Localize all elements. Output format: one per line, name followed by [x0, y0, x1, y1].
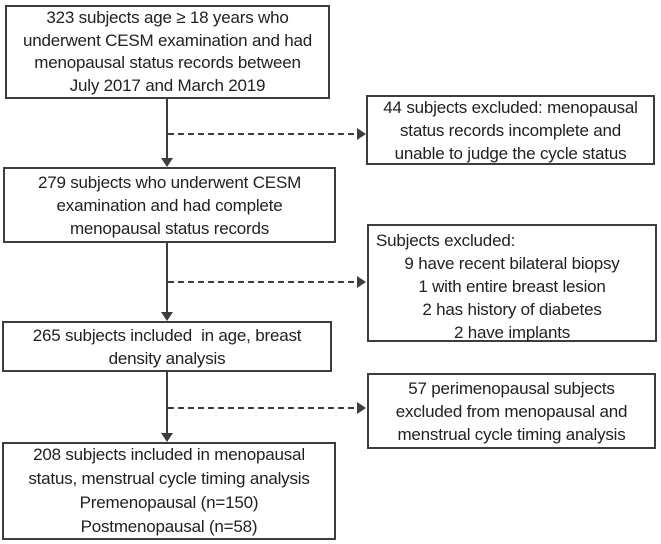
arrowhead-right-icon — [357, 402, 366, 414]
flow-box-text-line: Postmenopausal (n=58) — [80, 517, 258, 536]
flow-box-text-line: 265 subjects included in age, breast — [32, 325, 302, 345]
arrowhead-right-icon — [357, 128, 366, 140]
dashed-arrow-line-1 — [168, 133, 358, 135]
flow-box-text-line: 279 subjects who underwent CESM — [37, 172, 302, 192]
dashed-arrow-line-2 — [168, 281, 358, 283]
flow-box-text-line: unable to judge the cycle status — [394, 143, 627, 163]
flow-box-enrolled-323: 323 subjects age ≥ 18 years who underwen… — [5, 5, 330, 99]
flow-box-included-265: 265 subjects included in age, breast den… — [2, 321, 332, 372]
flow-box-text-line: July 2017 and March 2019 — [69, 75, 266, 95]
flow-box-text-line: menopausal status records — [69, 218, 270, 238]
down-arrow-line-2 — [166, 242, 168, 312]
flow-box-text-line: status records incomplete and — [400, 120, 621, 140]
flow-box-excluded-perimenopausal-57: 57 perimenopausal subjects excluded from… — [367, 373, 656, 449]
flow-box-text-line: 57 perimenopausal subjects — [408, 378, 615, 398]
down-arrow-line-1 — [166, 99, 168, 158]
flow-box-text-line: 2 have implants — [453, 323, 571, 342]
flow-box-excluded-other: Subjects excluded: 9 have recent bilater… — [367, 224, 657, 342]
flow-box-text-line: menstrual cycle timing analysis — [397, 424, 626, 444]
flow-box-text-line: Subjects excluded: — [376, 231, 516, 250]
arrowhead-down-icon — [161, 158, 173, 167]
flow-box-text-line: 1 with entire breast lesion — [418, 277, 606, 296]
flow-box-text-line: 9 have recent bilateral biopsy — [404, 254, 620, 273]
flow-box-text-line: 2 has history of diabetes — [422, 300, 602, 319]
arrowhead-down-icon — [161, 312, 173, 321]
arrowhead-right-icon — [357, 276, 366, 288]
flow-box-complete-records-279: 279 subjects who underwent CESM examinat… — [3, 167, 336, 243]
flow-box-text-line: 44 subjects excluded: menopausal — [383, 97, 638, 117]
flow-box-text-line: density analysis — [108, 348, 226, 368]
flow-box-text-line: menopausal status records between — [34, 53, 301, 72]
flow-box-text-line: examination and had complete — [56, 195, 283, 215]
flow-box-text-line: excluded from menopausal and — [395, 401, 628, 421]
flow-box-text-line: 208 subjects included in menopausal — [33, 445, 305, 464]
arrowhead-down-icon — [161, 433, 173, 442]
flow-box-text-line: status, menstrual cycle timing analysis — [28, 469, 310, 488]
dashed-arrow-line-3 — [168, 407, 358, 409]
flow-box-included-208: 208 subjects included in menopausal stat… — [2, 442, 336, 540]
flow-box-text-line: Premenopausal (n=150) — [79, 493, 259, 512]
flow-box-text-line: underwent CESM examination and had — [23, 30, 312, 50]
down-arrow-line-3 — [166, 371, 168, 433]
flow-box-excluded-44: 44 subjects excluded: menopausal status … — [366, 95, 655, 165]
flow-box-text-line: 323 subjects age ≥ 18 years who — [46, 8, 289, 27]
